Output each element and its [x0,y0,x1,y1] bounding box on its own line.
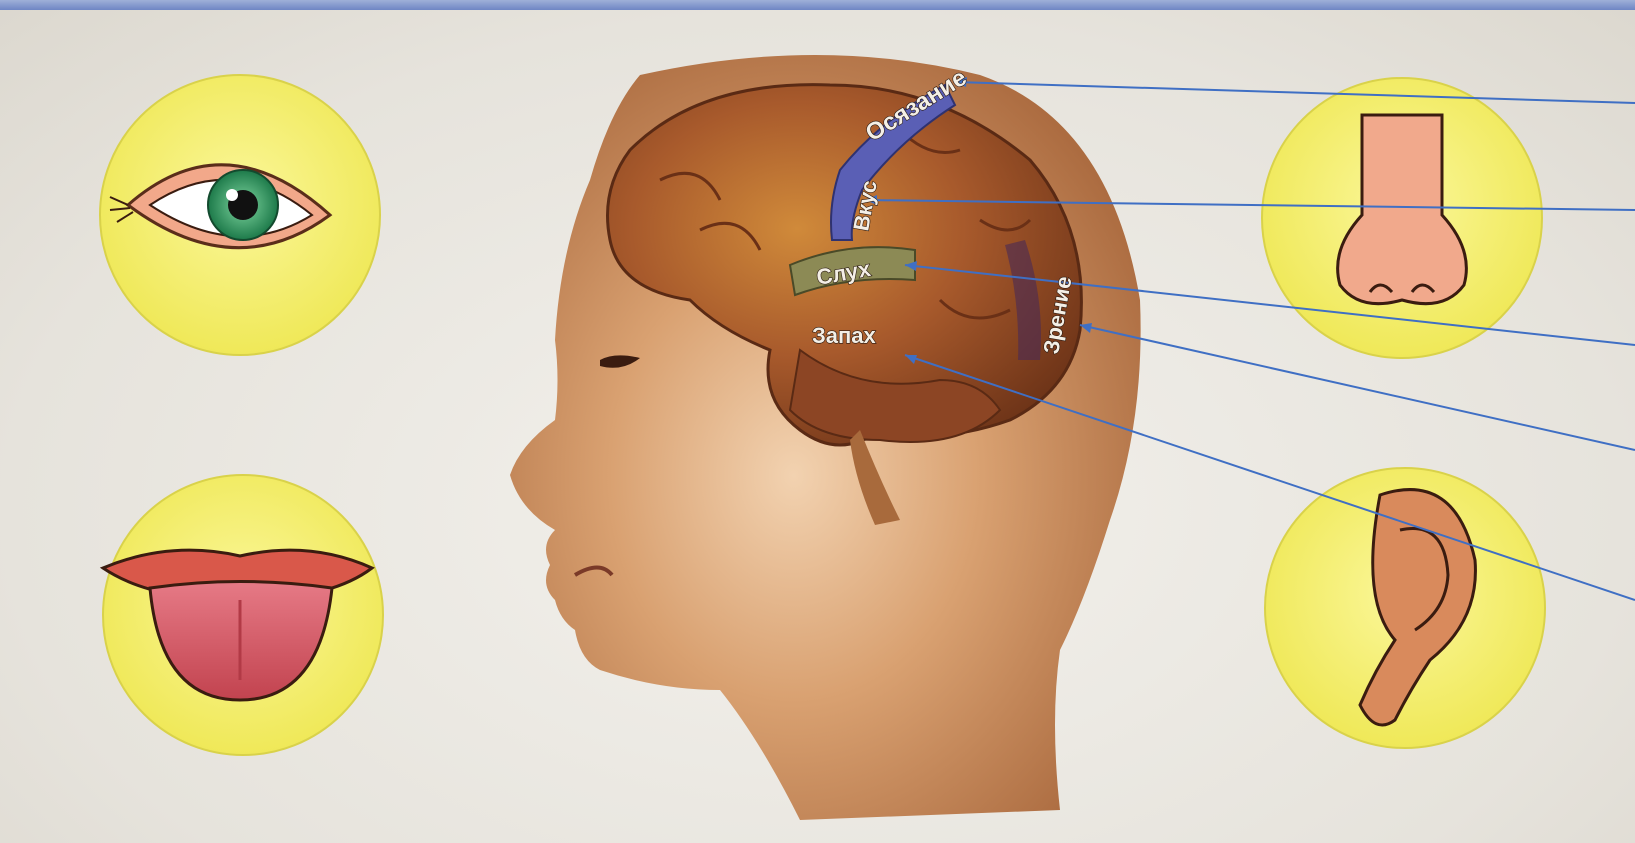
label-smell: Запах [812,323,877,348]
nose-organ [1262,78,1542,358]
eye-organ [100,75,380,355]
pointer-touch [955,82,1635,103]
ear-organ [1265,468,1545,748]
mouth-organ [103,475,383,755]
